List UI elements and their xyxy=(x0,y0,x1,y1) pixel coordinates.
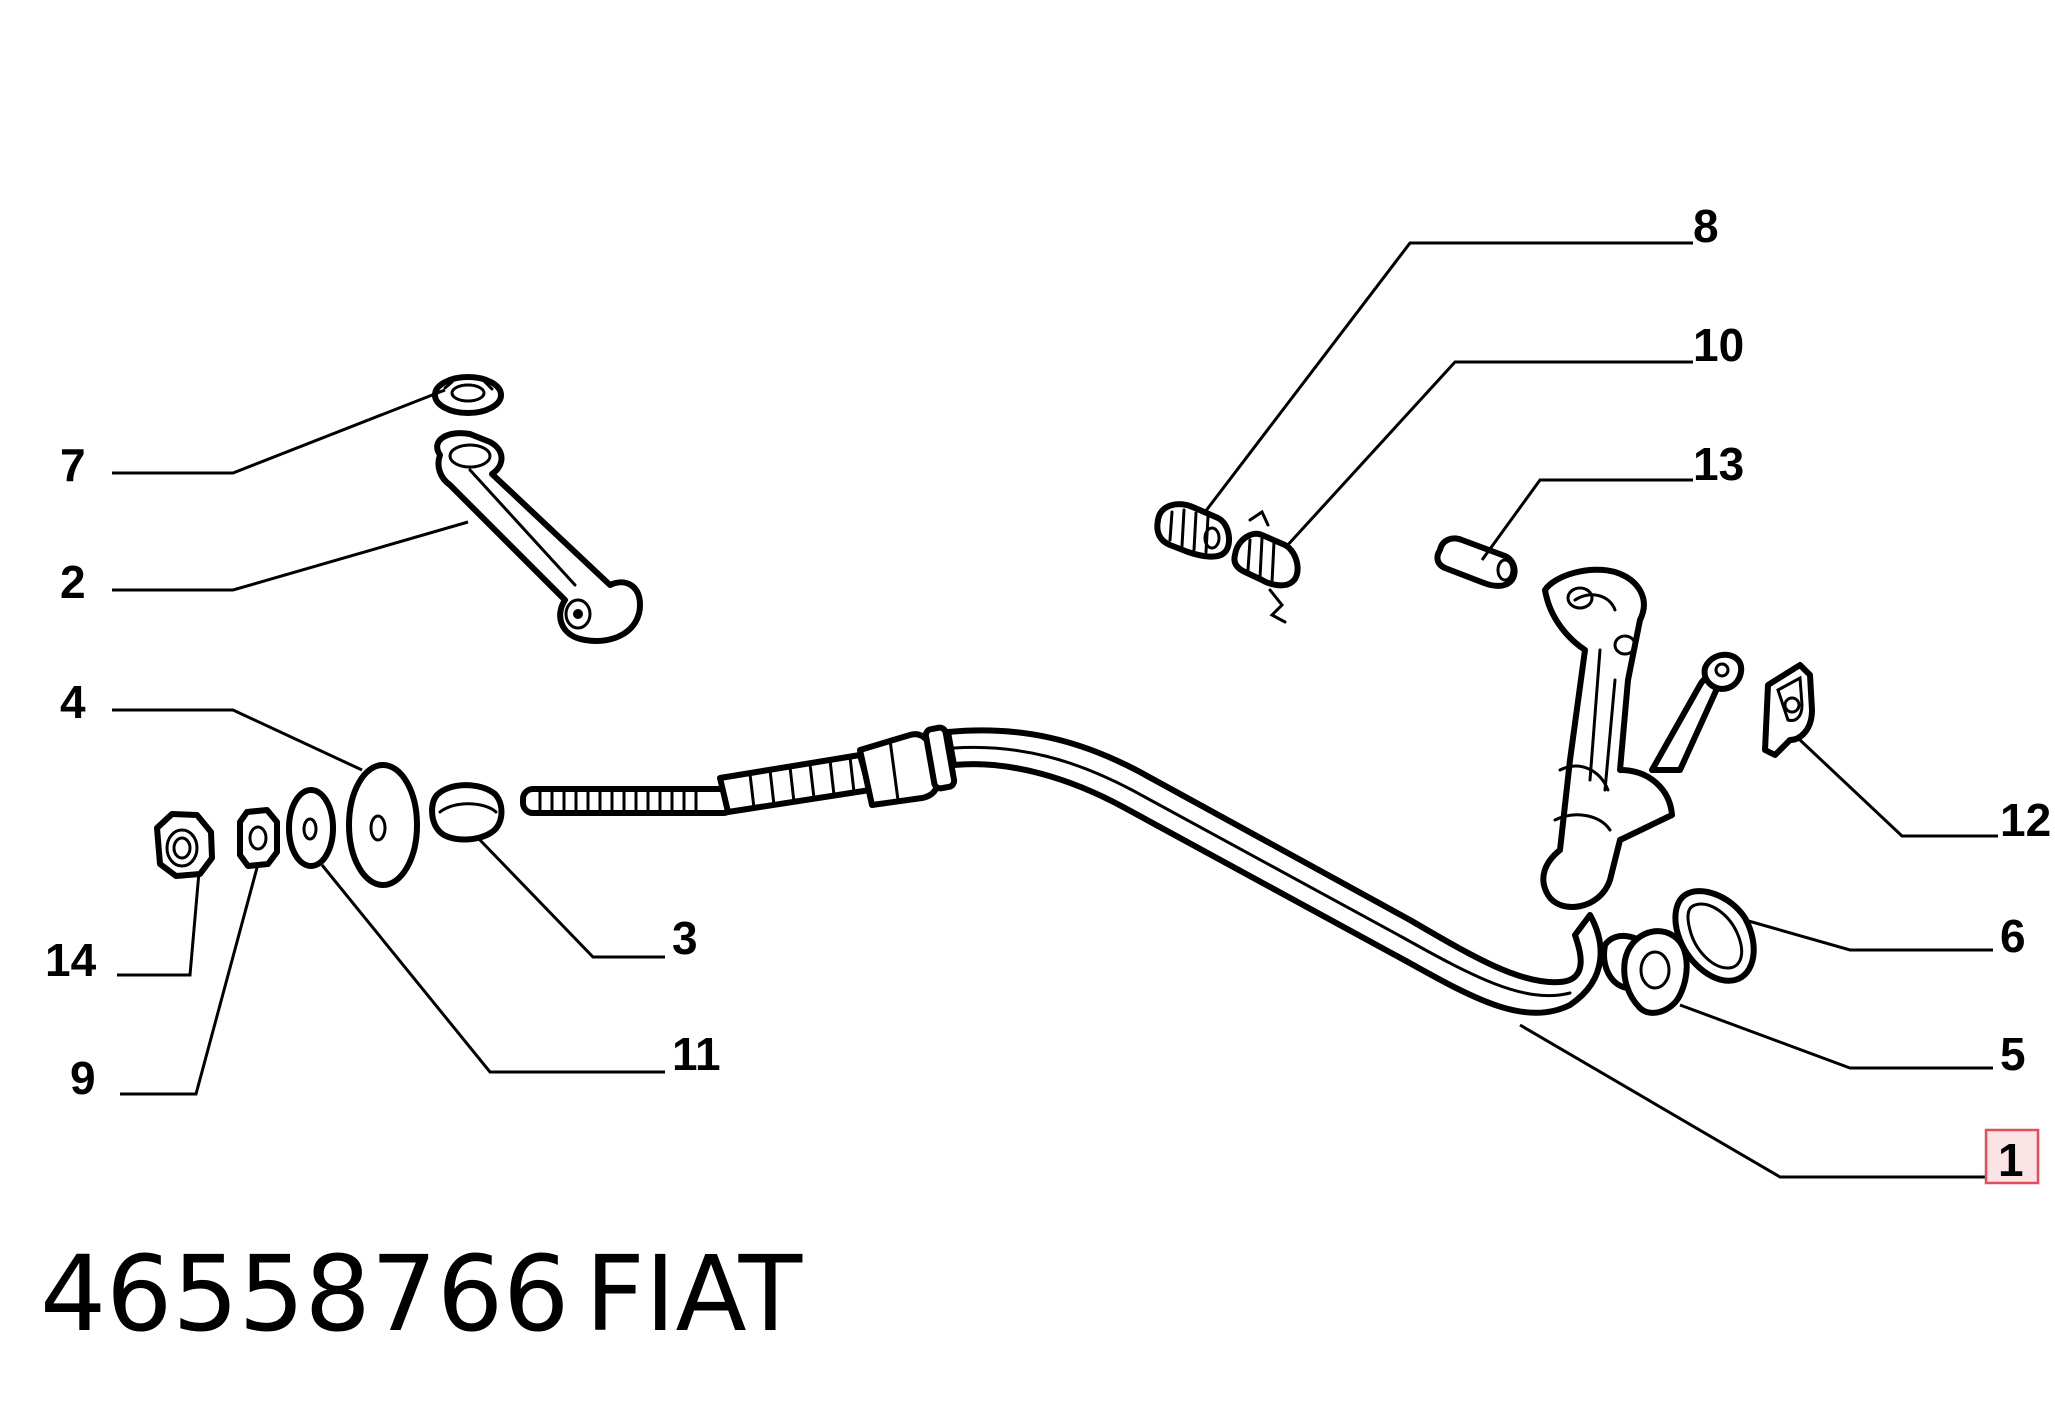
part-2-link-arm xyxy=(434,430,643,644)
callout-7: 7 xyxy=(60,439,86,491)
callout-12: 12 xyxy=(2000,794,2051,846)
leader-14 xyxy=(117,871,201,977)
leader-6 xyxy=(1744,918,1993,952)
callout-13: 13 xyxy=(1693,438,1744,490)
leader-2 xyxy=(112,520,469,592)
leader-12 xyxy=(1798,738,1998,838)
callout-9: 9 xyxy=(70,1052,96,1104)
brand-name: FIAT xyxy=(585,1233,803,1355)
callout-5: 5 xyxy=(2000,1028,2026,1080)
part-8-spring xyxy=(1154,501,1233,560)
leader-1 xyxy=(1519,1023,1988,1179)
leader-4 xyxy=(112,708,363,772)
leader-10 xyxy=(1283,360,1693,550)
leader-13 xyxy=(1480,478,1693,561)
callout-4: 4 xyxy=(60,676,86,728)
part-11-washer xyxy=(286,787,336,869)
callout-3: 3 xyxy=(672,912,698,964)
part-6-ring-gasket xyxy=(1672,888,1757,984)
part-9-small-nut xyxy=(237,807,280,869)
part-1-clutch-cable xyxy=(520,566,1745,1016)
part-13-pin xyxy=(1434,535,1518,589)
part-5-ball-cup xyxy=(1621,928,1690,1016)
callout-labels: 7 2 4 14 9 3 11 8 10 13 12 6 5 1 xyxy=(45,200,2051,1186)
leader-11 xyxy=(320,864,665,1074)
leader-3 xyxy=(476,836,665,959)
callout-10: 10 xyxy=(1693,319,1744,371)
part-10-spring-clip xyxy=(1231,509,1301,624)
callout-14: 14 xyxy=(45,934,97,986)
leader-5 xyxy=(1679,1003,1993,1070)
callout-8: 8 xyxy=(1693,200,1719,252)
leader-lines xyxy=(112,241,1998,1179)
callout-2: 2 xyxy=(60,556,86,608)
leader-7 xyxy=(112,388,446,475)
leader-8 xyxy=(1203,241,1693,513)
part-14-hex-nut xyxy=(154,811,215,879)
part-12-clip xyxy=(1762,662,1815,758)
part-7-washer xyxy=(432,374,504,416)
callout-6: 6 xyxy=(2000,910,2026,962)
part-number: 46558766 xyxy=(40,1233,569,1355)
callout-1: 1 xyxy=(1998,1134,2024,1186)
leader-9 xyxy=(120,863,260,1096)
highlight-box-item-1 xyxy=(1984,1128,2040,1185)
callout-11: 11 xyxy=(672,1028,721,1080)
part-4-large-washer xyxy=(346,762,420,888)
part-3-bushing xyxy=(429,782,505,843)
